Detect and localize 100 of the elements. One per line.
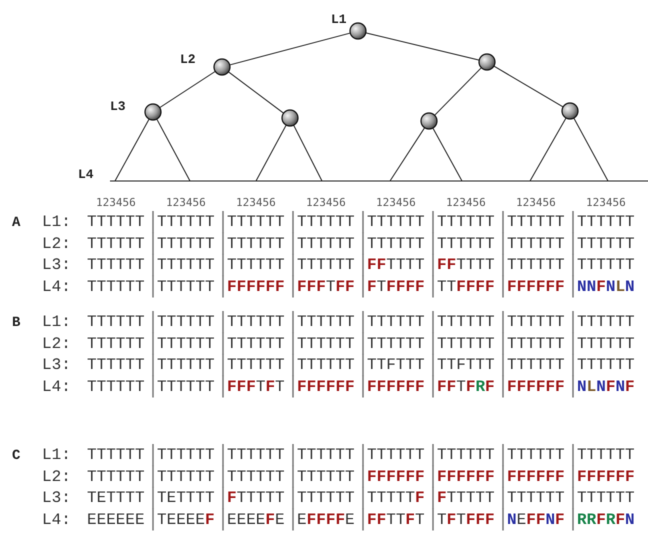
tree-branch bbox=[365, 32, 480, 61]
column-header: 123456 bbox=[586, 197, 626, 208]
table-cell: TTTTTT bbox=[157, 357, 215, 373]
table-cell: TTTTTT bbox=[437, 336, 495, 352]
table-cell: TTTTTT bbox=[227, 314, 285, 330]
table-cell: TTTTTT bbox=[87, 336, 145, 352]
table-cell: TTTTTT bbox=[87, 278, 145, 294]
table-cell: TTTTTF bbox=[367, 490, 425, 506]
table-cell: TTTTTT bbox=[157, 278, 215, 294]
table-cell: TTTTTT bbox=[577, 357, 635, 373]
table-cell: TETTTT bbox=[87, 490, 145, 506]
table-cell: TTTTTT bbox=[227, 357, 285, 373]
row-label: L4: bbox=[42, 512, 71, 528]
table-cell: TTTTTT bbox=[507, 314, 565, 330]
column-header: 123456 bbox=[446, 197, 486, 208]
table-cell: RRFRFN bbox=[577, 512, 635, 528]
table-cell: TTTTTT bbox=[227, 214, 285, 230]
table-cell: TTTTTT bbox=[297, 447, 355, 463]
table-cell: TTTTTT bbox=[87, 257, 145, 273]
table-cell: TTTTTT bbox=[577, 490, 635, 506]
table-cell: TEEEEF bbox=[157, 512, 215, 528]
table-cell: TTTTTT bbox=[227, 447, 285, 463]
tree-branch bbox=[432, 128, 462, 182]
table-cell: TTTTTT bbox=[507, 490, 565, 506]
tree-node bbox=[349, 22, 367, 40]
table-cell: TTTTTT bbox=[297, 257, 355, 273]
tree-branch bbox=[293, 124, 322, 182]
row-label: L1: bbox=[42, 447, 71, 463]
table-cell: TTTTTT bbox=[227, 236, 285, 252]
table-cell: TTTTTT bbox=[507, 236, 565, 252]
table-cell: TFTFFF bbox=[437, 512, 495, 528]
table-cell: TTTTTT bbox=[157, 236, 215, 252]
table-cell: TTTTTT bbox=[297, 468, 355, 484]
group-letter: B bbox=[12, 316, 20, 330]
tree-node bbox=[478, 53, 496, 71]
table-cell: TTTTTT bbox=[297, 490, 355, 506]
table-cell: FFFFFF bbox=[367, 378, 425, 394]
table-cell: TTTTTT bbox=[157, 314, 215, 330]
level-label: L2 bbox=[180, 53, 196, 66]
tree-node bbox=[144, 103, 162, 121]
table-cell: TTTTTT bbox=[367, 447, 425, 463]
table-cell: TTTTTT bbox=[577, 214, 635, 230]
table-cell: FTTTTT bbox=[437, 490, 495, 506]
tree-branch bbox=[229, 32, 351, 66]
group-letter: C bbox=[12, 449, 20, 463]
table-cell: FFFFFF bbox=[367, 468, 425, 484]
row-label: L3: bbox=[42, 357, 71, 373]
tree-node bbox=[561, 102, 579, 120]
row-label: L1: bbox=[42, 214, 71, 230]
table-cell: TTTTTT bbox=[577, 236, 635, 252]
table-cell: TTTTTT bbox=[297, 236, 355, 252]
column-header: 123456 bbox=[306, 197, 346, 208]
table-cell: FFFTFF bbox=[297, 278, 355, 294]
tree-branch bbox=[493, 66, 564, 108]
column-header: 123456 bbox=[166, 197, 206, 208]
table-cell: TTTTTT bbox=[87, 378, 145, 394]
table-cell: TTTTTT bbox=[437, 314, 495, 330]
row-label: L4: bbox=[42, 378, 71, 394]
table-cell: FTFFFF bbox=[367, 278, 425, 294]
table-cell: TTTTTT bbox=[367, 336, 425, 352]
table-cell: TTTTTT bbox=[367, 236, 425, 252]
row-label: L1: bbox=[42, 314, 71, 330]
table-cell: TTTTTT bbox=[577, 257, 635, 273]
row-label: L3: bbox=[42, 257, 71, 273]
table-cell: TTTTTT bbox=[507, 447, 565, 463]
tree-node bbox=[420, 112, 438, 130]
table-cell: TTTTTT bbox=[507, 214, 565, 230]
table-cell: TTTTTT bbox=[297, 336, 355, 352]
table-cell: TTFFFF bbox=[437, 278, 495, 294]
column-header: 123456 bbox=[516, 197, 556, 208]
table-cell: TTTTTT bbox=[367, 214, 425, 230]
row-label: L2: bbox=[42, 468, 71, 484]
table-cell: TTTTTT bbox=[437, 447, 495, 463]
table-cell: FFTFRF bbox=[437, 378, 495, 394]
tree-branch bbox=[573, 118, 608, 182]
table-cell: TTTTTT bbox=[297, 314, 355, 330]
table-cell: FFFFFF bbox=[507, 378, 565, 394]
table-cell: TTTTTT bbox=[227, 257, 285, 273]
level-label: L3 bbox=[110, 100, 126, 113]
table-cell: TTTTTT bbox=[437, 236, 495, 252]
table-cell: FFTTFT bbox=[367, 512, 425, 528]
table-cell: FFFFFF bbox=[437, 468, 495, 484]
table-cell: TTTTTT bbox=[157, 214, 215, 230]
tree-branch bbox=[156, 118, 190, 182]
tree-branch bbox=[530, 117, 567, 182]
row-label: L4: bbox=[42, 278, 71, 294]
table-cell: TTTTTT bbox=[87, 236, 145, 252]
table-cell: FFFFFF bbox=[297, 378, 355, 394]
table-cell: EFFFFE bbox=[297, 512, 355, 528]
row-label: L3: bbox=[42, 490, 71, 506]
column-header: 123456 bbox=[376, 197, 416, 208]
table-cell: FFFFFF bbox=[507, 468, 565, 484]
table-cell: FFFTFT bbox=[227, 378, 285, 394]
tree-branch bbox=[228, 71, 284, 114]
table-cell: NLNFNF bbox=[577, 378, 635, 394]
table-cell: TETTTT bbox=[157, 490, 215, 506]
level-label: L4 bbox=[78, 168, 94, 181]
table-cell: TTTTTT bbox=[87, 468, 145, 484]
table-cell: TTFTTT bbox=[437, 357, 495, 373]
table-cell: TTTTTT bbox=[577, 336, 635, 352]
